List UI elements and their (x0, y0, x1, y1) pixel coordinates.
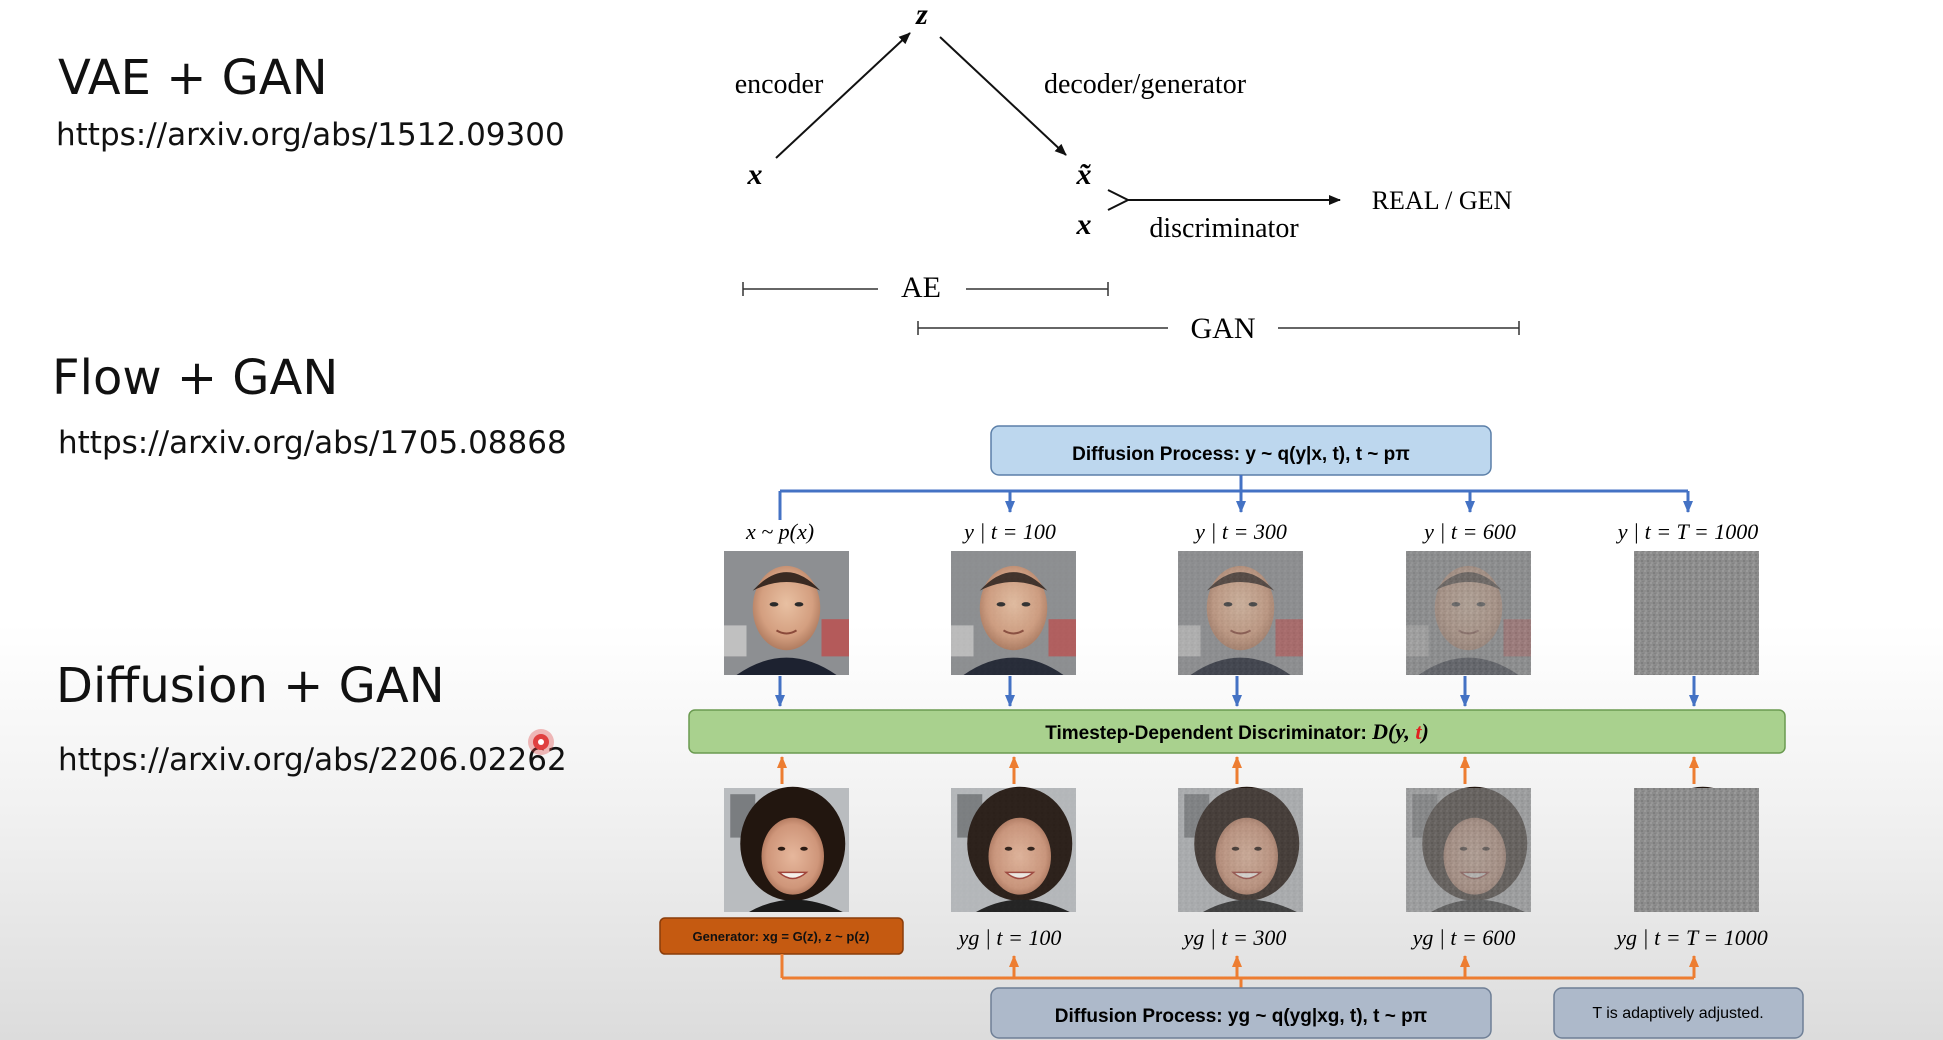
bottom-image-1 (951, 786, 1076, 912)
flow-gan-link[interactable]: https://arxiv.org/abs/1705.08868 (58, 425, 567, 461)
diffusion-gan-link[interactable]: https://arxiv.org/abs/2206.02262 (58, 742, 567, 778)
top-image-row (724, 551, 1759, 675)
top-label-3: y | t = 600 (1422, 519, 1516, 544)
reconstruction-label: x̃ (1076, 158, 1092, 191)
bottom-label-2: yg | t = 300 (1182, 925, 1287, 950)
ae-span: AE (742, 271, 1109, 304)
diffusion-gan-title: Diffusion + GAN (56, 658, 445, 714)
vae-gan-diagram: z encoder decoder/generator x x̃ x discr… (735, 0, 1520, 345)
bottom-label-3: yg | t = 600 (1411, 925, 1516, 950)
encoder-label: encoder (735, 69, 824, 100)
input-x-label: x (747, 158, 763, 191)
flow-gan-title: Flow + GAN (52, 350, 339, 406)
top-connectors (778, 475, 1693, 520)
latent-z-label: z (915, 0, 928, 31)
top-label-2: y | t = 300 (1193, 519, 1287, 544)
vae-gan-link[interactable]: https://arxiv.org/abs/1512.09300 (56, 117, 565, 153)
adaptive-note-label: T is adaptively adjusted. (1592, 1005, 1763, 1022)
top-label-4: y | t = T = 1000 (1616, 519, 1758, 544)
bottom-diffusion-process-label: Diffusion Process: yg ~ q(yg|xg, t), t ~… (1055, 1006, 1428, 1027)
vae-gan-title: VAE + GAN (58, 50, 328, 106)
cursor-indicator (533, 734, 549, 750)
bottom-label-4: yg | t = T = 1000 (1614, 925, 1767, 950)
top-label-0: x ~ p(x) (745, 519, 814, 544)
bottom-image-row (724, 786, 1759, 912)
adaptive-note-box (1553, 987, 1804, 1039)
gan-span: GAN (917, 312, 1520, 345)
gan-label: GAN (1191, 312, 1256, 345)
discriminator-bar-label: Timestep-Dependent Discriminator: D(y, t… (1045, 719, 1429, 744)
diffusion-gan-diagram: Diffusion Process: y ~ q(y|x, t), t ~ pπ… (659, 425, 1804, 1039)
ae-label: AE (901, 271, 941, 304)
top-image-2 (1178, 551, 1303, 675)
top-label-1: y | t = 100 (962, 519, 1056, 544)
top-image-1 (951, 551, 1076, 675)
top-image-4 (1634, 551, 1759, 675)
bottom-image-4 (1634, 786, 1759, 912)
bottom-image-2 (1178, 786, 1303, 912)
generator-label: Generator: xg = G(z), z ~ p(z) (693, 929, 870, 944)
top-image-3 (1406, 551, 1531, 675)
bottom-image-0 (724, 786, 849, 912)
top-to-discriminator-arrows (775, 676, 1699, 707)
top-diffusion-process-label: Diffusion Process: y ~ q(y|x, t), t ~ pπ (1072, 444, 1410, 465)
merge-bracket (1107, 189, 1131, 211)
encoder-arrow (775, 32, 911, 159)
bottom-connectors (780, 954, 1699, 988)
top-image-0 (724, 551, 849, 675)
decoder-label: decoder/generator (1044, 69, 1247, 100)
bottom-image-3 (1406, 786, 1531, 912)
discriminator-bar (688, 709, 1786, 754)
decoder-arrow (939, 36, 1067, 156)
bottom-to-discriminator-arrows (777, 756, 1699, 784)
discriminator-label: discriminator (1149, 213, 1299, 244)
real-gen-output-label: REAL / GEN (1372, 186, 1513, 215)
bottom-diffusion-process-box (990, 987, 1492, 1039)
bottom-label-1: yg | t = 100 (957, 925, 1062, 950)
real-x-label: x (1076, 208, 1092, 241)
